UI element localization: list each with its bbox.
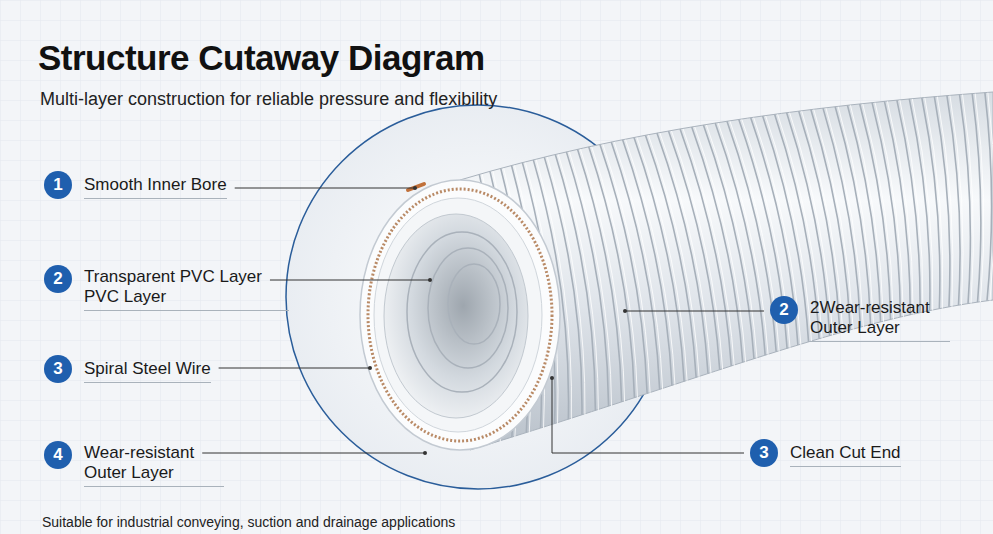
- leader-dot: [368, 366, 372, 370]
- hose-rib: [715, 123, 765, 355]
- hose-rib-highlight: [950, 96, 963, 306]
- leader-dot: [413, 186, 417, 190]
- leader-line: [219, 368, 370, 369]
- hose-rib: [657, 133, 708, 373]
- hose-rib: [703, 125, 754, 359]
- leader-dot: [423, 451, 427, 455]
- hose-rib-highlight: [975, 94, 984, 303]
- callout-number: 3: [44, 355, 72, 383]
- leader-dot: [550, 376, 554, 380]
- hose-rib: [972, 94, 981, 303]
- hose-rib-highlight: [592, 147, 638, 398]
- hose-rib-highlight: [937, 97, 953, 307]
- hose-rib-highlight: [988, 93, 993, 301]
- hose-rib-highlight: [875, 103, 903, 317]
- subtitle-text: Multi-layer construction for reliable pr…: [40, 89, 497, 110]
- leader-line: [625, 311, 764, 312]
- leader-dot: [428, 278, 432, 282]
- hose-rib-highlight: [850, 105, 883, 322]
- callout-number: 3: [750, 439, 778, 467]
- hose-rib: [847, 105, 880, 322]
- hose-rib-highlight: [581, 149, 625, 402]
- leader-dot: [623, 309, 627, 313]
- hose-rib-highlight: [814, 110, 853, 330]
- hose-rib: [669, 131, 720, 370]
- callout-number: 1: [44, 171, 72, 199]
- hose-rib-highlight: [863, 104, 894, 319]
- hose-rib: [860, 104, 891, 319]
- hose-rib-highlight: [900, 100, 923, 313]
- part-label: 2Wear-resistant Outer Layer: [810, 298, 950, 342]
- hose-rib: [692, 127, 743, 362]
- diagram-title: Structure Cutaway Diagram: [38, 38, 485, 78]
- leader-line: [202, 453, 425, 454]
- hose-rib: [578, 149, 622, 402]
- part-label: Smooth Inner Bore: [84, 175, 227, 199]
- hose-rib: [823, 108, 860, 327]
- hose-rib-highlight: [887, 101, 913, 314]
- hose-rib: [680, 129, 731, 366]
- leader-line: [552, 378, 744, 453]
- hose-rib: [947, 96, 960, 306]
- hose-rib: [960, 95, 971, 304]
- part-label: Transparent PVC Layer PVC Layer: [84, 267, 289, 311]
- part-label: Wear-resistant Outer Layer: [84, 443, 224, 487]
- leader-line: [235, 188, 415, 189]
- leader-line: [270, 280, 430, 281]
- hose-rib: [645, 135, 696, 377]
- caption-text: Suitable for industrial conveying, sucti…: [42, 514, 455, 530]
- callout-number: 4: [44, 441, 72, 469]
- callout-number: 2: [770, 296, 798, 324]
- part-label: Spiral Steel Wire: [84, 359, 211, 383]
- hose-rib: [835, 107, 870, 325]
- hose-rib-highlight: [912, 99, 933, 311]
- callout-number: 2: [44, 265, 72, 293]
- part-label: Clean Cut End: [790, 443, 901, 467]
- hose-rib: [555, 154, 595, 410]
- hose-rib: [909, 99, 930, 311]
- hose-rib-highlight: [963, 95, 974, 304]
